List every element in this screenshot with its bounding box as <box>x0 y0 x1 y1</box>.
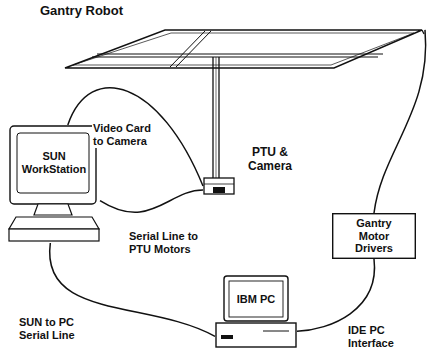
cable-label: IDE PC Interface <box>347 324 409 350</box>
node-outline <box>8 125 100 243</box>
cable <box>374 30 426 213</box>
node-label: PTU & Camera <box>241 146 299 178</box>
node-label: IBM PC <box>229 281 283 317</box>
node-label: SUN WorkStation <box>18 134 90 192</box>
node-outline <box>215 275 297 349</box>
gantry-pole <box>218 57 219 178</box>
gantry-frame: Gantry Robot <box>40 4 425 72</box>
cable <box>100 190 203 212</box>
driver-box: Gantry Motor Drivers <box>332 213 416 259</box>
node-label: Gantry Robot <box>40 4 140 22</box>
cable-label: Video Card to Camera <box>92 122 162 148</box>
camera-unit: PTU & Camera <box>203 146 303 196</box>
node-label: Gantry Motor Drivers <box>332 213 416 259</box>
computer: SUN WorkStation <box>8 125 100 243</box>
gantry-pole <box>212 57 213 178</box>
gantry-pole <box>216 57 217 178</box>
cable-label: Serial Line to PTU Motors <box>128 230 212 256</box>
cable-label: SUN to PC Serial Line <box>18 316 92 342</box>
cable <box>297 259 374 331</box>
computer: IBM PC <box>215 275 297 349</box>
